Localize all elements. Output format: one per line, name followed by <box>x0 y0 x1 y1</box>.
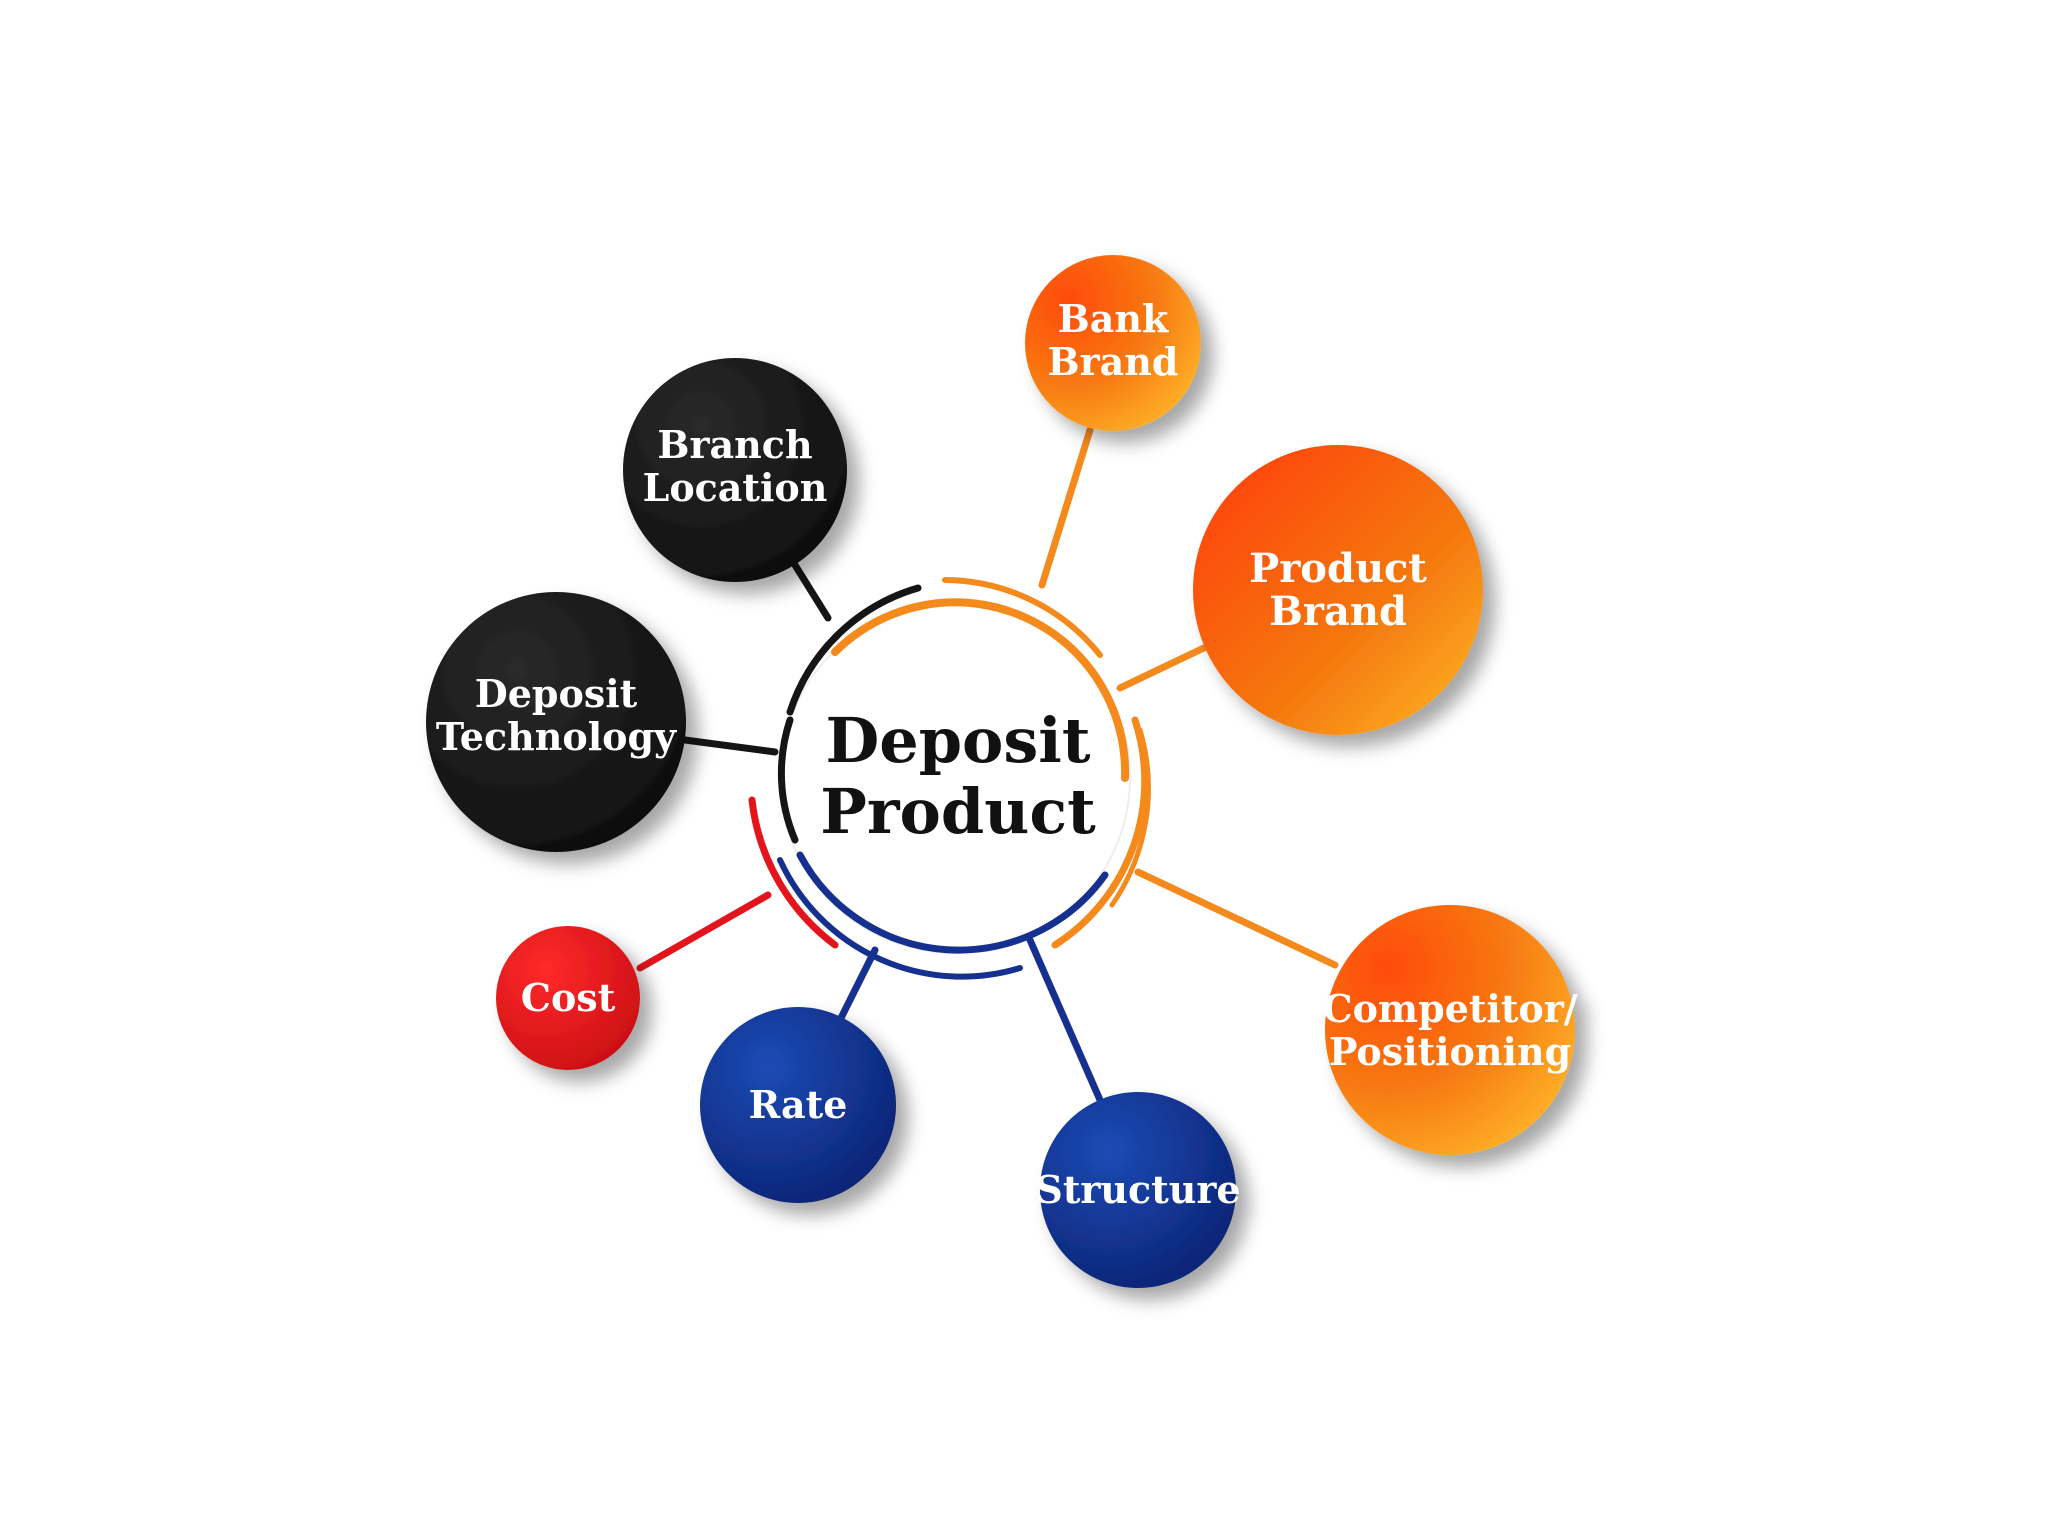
bank-brand-label-line1: Bank <box>1058 296 1169 341</box>
connector-branch-location <box>791 561 832 622</box>
connector-bank-brand <box>1038 426 1094 589</box>
center-arc-red <box>748 796 839 949</box>
node-rate: Rate <box>700 1007 896 1203</box>
node-branch-location: Branch Location <box>623 358 847 582</box>
connector-structure <box>1026 936 1104 1104</box>
branch-location-label-line2: Location <box>643 465 828 510</box>
cost-label: Cost <box>521 975 616 1020</box>
product-brand-label-line2: Brand <box>1269 588 1407 635</box>
center-arc-black-left <box>777 716 799 844</box>
deposit-technology-label-line1: Deposit <box>475 671 638 716</box>
product-brand-label-line1: Product <box>1249 545 1427 592</box>
competitor-positioning-circle <box>1325 905 1575 1155</box>
connector-competitor-positioning <box>1134 868 1339 969</box>
center-arc-blue-inner <box>796 851 1109 954</box>
node-cost: Cost <box>496 926 640 1070</box>
competitor-positioning-label-line1: Competitor/ <box>1322 986 1577 1031</box>
bank-brand-circle <box>1025 255 1201 431</box>
node-product-brand: Product Brand <box>1193 445 1483 735</box>
center-arc-black-top <box>786 584 922 716</box>
connector-product-brand <box>1116 641 1214 692</box>
node-deposit-technology: Deposit Technology <box>426 592 686 852</box>
node-competitor-positioning: Competitor/ Positioning <box>1322 905 1578 1155</box>
center-arc-blue-outer <box>777 857 1023 980</box>
node-structure: Structure <box>1035 1092 1241 1288</box>
center-title: Deposit <box>825 704 1090 777</box>
structure-circle <box>1040 1092 1236 1288</box>
connector-deposit-technology <box>681 736 779 756</box>
rate-circle <box>700 1007 896 1203</box>
product-brand-circle <box>1193 445 1483 735</box>
center-arc-orange-outer <box>942 577 1103 658</box>
deposit-technology-label-line2: Technology <box>436 714 677 759</box>
center-hub: Deposit Product <box>748 577 1151 980</box>
branch-location-circle <box>623 358 847 582</box>
node-bank-brand: Bank Brand <box>1025 255 1201 431</box>
connector-cost <box>636 891 772 972</box>
center-arc-orange-right-outer <box>1109 727 1151 908</box>
branch-location-label-line1: Branch <box>657 422 812 467</box>
structure-label: Structure <box>1035 1167 1240 1212</box>
center-arc-orange-inner <box>831 598 1130 782</box>
cost-circle <box>496 926 640 1070</box>
bank-brand-label-line2: Brand <box>1048 339 1179 384</box>
competitor-positioning-label-line2: Positioning <box>1329 1029 1571 1074</box>
center-subtitle: Product <box>820 775 1096 848</box>
deposit-technology-circle <box>426 592 686 852</box>
connector-rate <box>836 946 879 1024</box>
connector-lines <box>636 426 1339 1104</box>
center-arc-orange-right <box>1051 716 1149 949</box>
rate-label: Rate <box>749 1082 848 1127</box>
